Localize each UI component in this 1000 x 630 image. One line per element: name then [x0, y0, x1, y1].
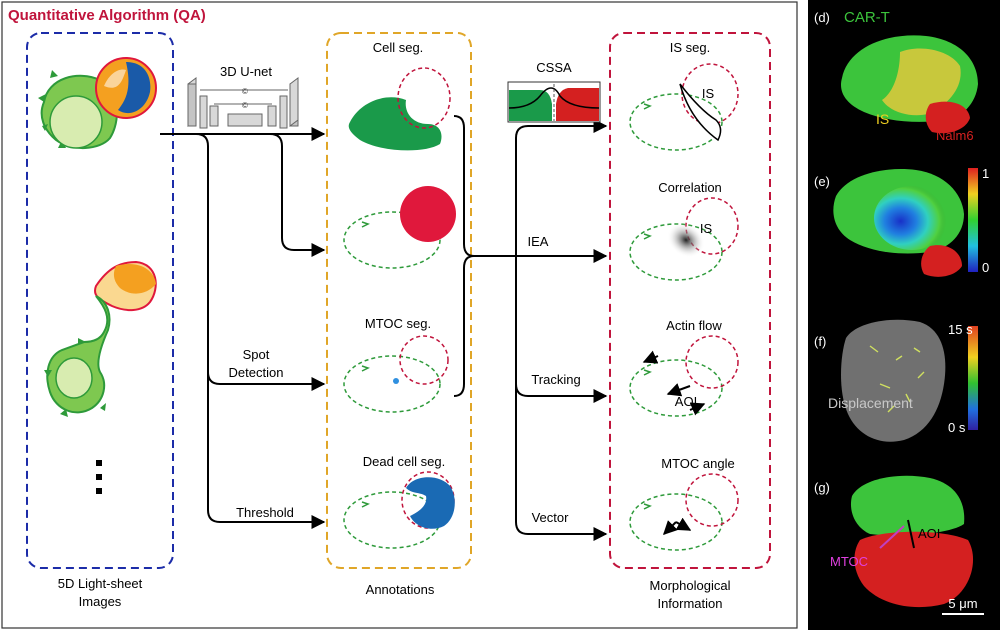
input-images-box — [26, 32, 174, 569]
vector-label: Vector — [532, 510, 570, 525]
is-seg-label: IS seg. — [670, 40, 710, 55]
correlation-is-label: IS — [700, 221, 713, 236]
mtoc-angle-label: MTOC angle — [661, 456, 734, 471]
panel-f-displacement-label: Displacement — [828, 395, 913, 411]
panel-d-is-label: IS — [876, 111, 889, 127]
panel-d-nalm6-label: Nalm6 — [936, 128, 974, 143]
input-arrows — [160, 127, 326, 529]
unet-icon — [187, 77, 299, 129]
annotations-footer: Annotations — [366, 582, 435, 597]
threshold-label: Threshold — [236, 505, 294, 520]
spot-label-line1: Spot — [243, 347, 270, 362]
morphology-footer-line2: Information — [657, 596, 722, 611]
unet-copy-glyph-1: © — [242, 87, 248, 96]
panel-d-render — [840, 35, 978, 134]
actin-flow-label: Actin flow — [666, 318, 722, 333]
panel-g-label: (g) — [814, 480, 830, 495]
panel-g-mtoc-label: MTOC — [830, 554, 868, 569]
cell-seg-drawing — [348, 67, 451, 151]
target-seg-drawing — [343, 186, 456, 269]
figure-title: Quantitative Algorithm (QA) — [8, 7, 206, 24]
mtoc-seg-label: MTOC seg. — [365, 316, 431, 331]
actin-flow-aoi-label: AOI — [675, 394, 697, 409]
cell-seg-label: Cell seg. — [373, 40, 424, 55]
panel-e-label: (e) — [814, 174, 830, 189]
is-seg-drawing — [629, 63, 739, 151]
unet-label: 3D U-net — [220, 64, 272, 79]
panel-g-render — [850, 475, 974, 608]
tracking-label: Tracking — [531, 372, 580, 387]
cssa-plot — [507, 81, 601, 123]
morphology-footer-line1: Morphological — [650, 578, 731, 593]
panel-f-colorbar-max: 15 s — [948, 322, 973, 337]
morphology-box — [609, 32, 771, 569]
input-cell-pair-2 — [44, 260, 157, 417]
iea-label: IEA — [528, 234, 549, 249]
cssa-label: CSSA — [536, 60, 572, 75]
correlation-label: Correlation — [658, 180, 722, 195]
panel-d-label: (d) — [814, 10, 830, 25]
scale-bar-label: 5 μm — [948, 596, 977, 611]
panel-f-colorbar-min: 0 s — [948, 420, 966, 435]
panel-f-render — [841, 319, 978, 442]
panel-e-colorbar-min: 0 — [982, 260, 989, 275]
panel-f-label: (f) — [814, 334, 826, 349]
correlation-drawing — [629, 197, 739, 281]
unet-copy-glyph-2: © — [242, 101, 248, 110]
ellipsis-dots — [96, 460, 102, 494]
dead-cell-seg-drawing — [343, 471, 455, 549]
annotations-box — [326, 32, 472, 569]
dead-cell-seg-label: Dead cell seg. — [363, 454, 445, 469]
is-seg-is-label: IS — [702, 86, 715, 101]
panel-e-render — [833, 168, 978, 277]
panel-g-aoi-label: AOI — [918, 526, 940, 541]
inputs-label-line2: Images — [79, 594, 122, 609]
analysis-arrows — [474, 119, 608, 541]
spot-label-line2: Detection — [229, 365, 284, 380]
panel-e-colorbar-max: 1 — [982, 166, 989, 181]
input-cell-pair-1 — [38, 57, 157, 149]
panel-d-title: CAR-T — [844, 9, 890, 26]
mtoc-angle-drawing — [629, 473, 739, 551]
actin-flow-drawing — [629, 335, 739, 417]
inputs-label-line1: 5D Light-sheet — [58, 576, 143, 591]
mtoc-seg-drawing — [343, 335, 449, 413]
